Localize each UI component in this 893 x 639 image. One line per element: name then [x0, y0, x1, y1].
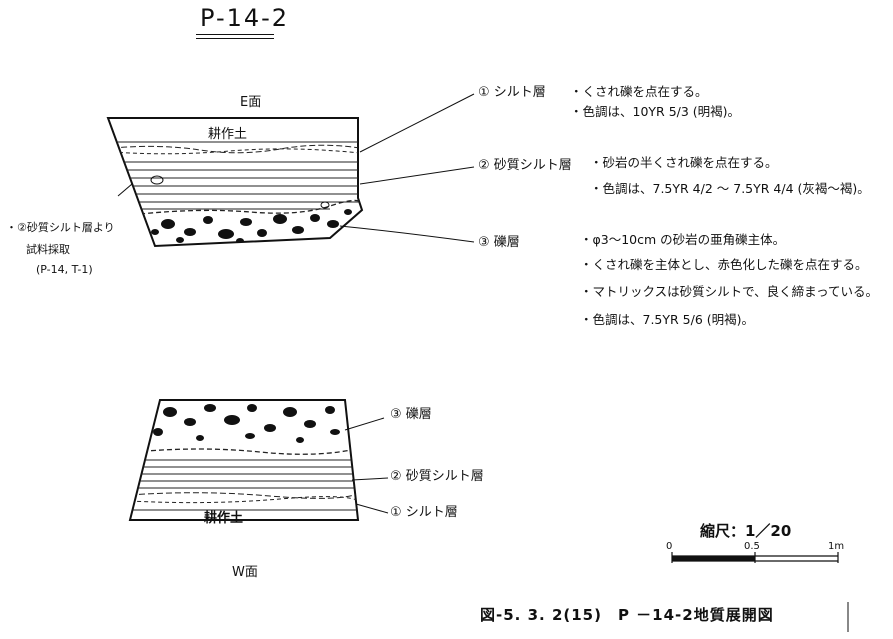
scale-bar — [671, 552, 839, 563]
scale-label: 縮尺：1／20 — [700, 522, 792, 540]
leader-line-silt — [355, 503, 389, 514]
leader-line-gravel — [344, 417, 385, 431]
east-layer-3-note: ・φ3～10cm の砂岩の亜角礫主体。 — [580, 232, 786, 247]
silt-lower-boundary — [111, 148, 361, 155]
figure-caption: 図-5. 3. 2(15) P －14-2地質展開図 — [480, 606, 774, 624]
west-layer-3-label: ③ 礫層 — [390, 407, 432, 422]
silt-upper-boundary — [111, 144, 361, 154]
gravel-layer-fill — [151, 209, 352, 244]
gravel-boundary — [139, 199, 362, 215]
east-layer-1-note: ・くされ礫を点在する。 — [570, 84, 708, 99]
pebble — [320, 201, 330, 209]
pebble — [150, 175, 164, 185]
sandy-silt-hatching — [130, 459, 358, 489]
east-layer-3-note: ・マトリックスは砂質シルトで、良く締まっている。 — [580, 284, 879, 299]
scale-tick-label: 0 — [666, 541, 673, 552]
east-layer-2-note: ・色調は、7.5YR 4/2 ～ 7.5YR 4/4 (灰褐～褐)。 — [590, 181, 870, 196]
leader-line-sandy-silt — [359, 166, 475, 185]
east-face-profile — [106, 93, 475, 248]
east-layer-2-note: ・砂岩の半くされ礫を点在する。 — [590, 155, 778, 170]
leader-line-gravel — [339, 225, 475, 243]
leader-line-sandy-silt — [351, 477, 389, 481]
west-face-label: W面 — [232, 565, 258, 580]
west-topsoil-label: 耕作土 — [204, 511, 244, 526]
west-face-profile — [128, 399, 389, 521]
leader-line-sample — [117, 183, 133, 197]
scale-tick-label: 1m — [828, 541, 845, 552]
west-layer-1-label: ① シルト層 — [390, 505, 458, 520]
east-layer-1-note: ・色調は、10YR 5/3 (明褐)。 — [570, 104, 741, 119]
east-layer-2-label: ② 砂質シルト層 — [478, 158, 572, 173]
title-underline — [196, 34, 274, 35]
sandy-silt-hatching — [112, 161, 360, 210]
east-layer-3-label: ③ 礫層 — [478, 235, 520, 250]
sample-note: (P-14, T-1) — [36, 263, 93, 276]
title-underline — [196, 38, 274, 39]
drawing-title: P-14-2 — [200, 4, 290, 32]
gravel-layer-fill — [153, 404, 340, 443]
silt-lower-boundary — [130, 496, 358, 504]
leader-line-silt — [359, 93, 475, 153]
west-layer-2-label: ② 砂質シルト層 — [390, 469, 484, 484]
gravel-boundary — [134, 447, 358, 455]
sample-note: ・②砂質シルト層より — [6, 221, 115, 234]
scale-tick-label: 0.5 — [744, 541, 760, 552]
silt-upper-boundary — [130, 492, 358, 499]
east-layer-1-label: ① シルト層 — [478, 85, 546, 100]
east-layer-3-note: ・くされ礫を主体とし、赤色化した礫を点在する。 — [580, 257, 868, 272]
sample-note: 試料採取 — [26, 243, 70, 256]
east-layer-3-note: ・色調は、7.5YR 5/6 (明褐)。 — [580, 312, 755, 327]
east-face-label: E面 — [240, 95, 262, 110]
east-topsoil-label: 耕作土 — [208, 127, 248, 142]
